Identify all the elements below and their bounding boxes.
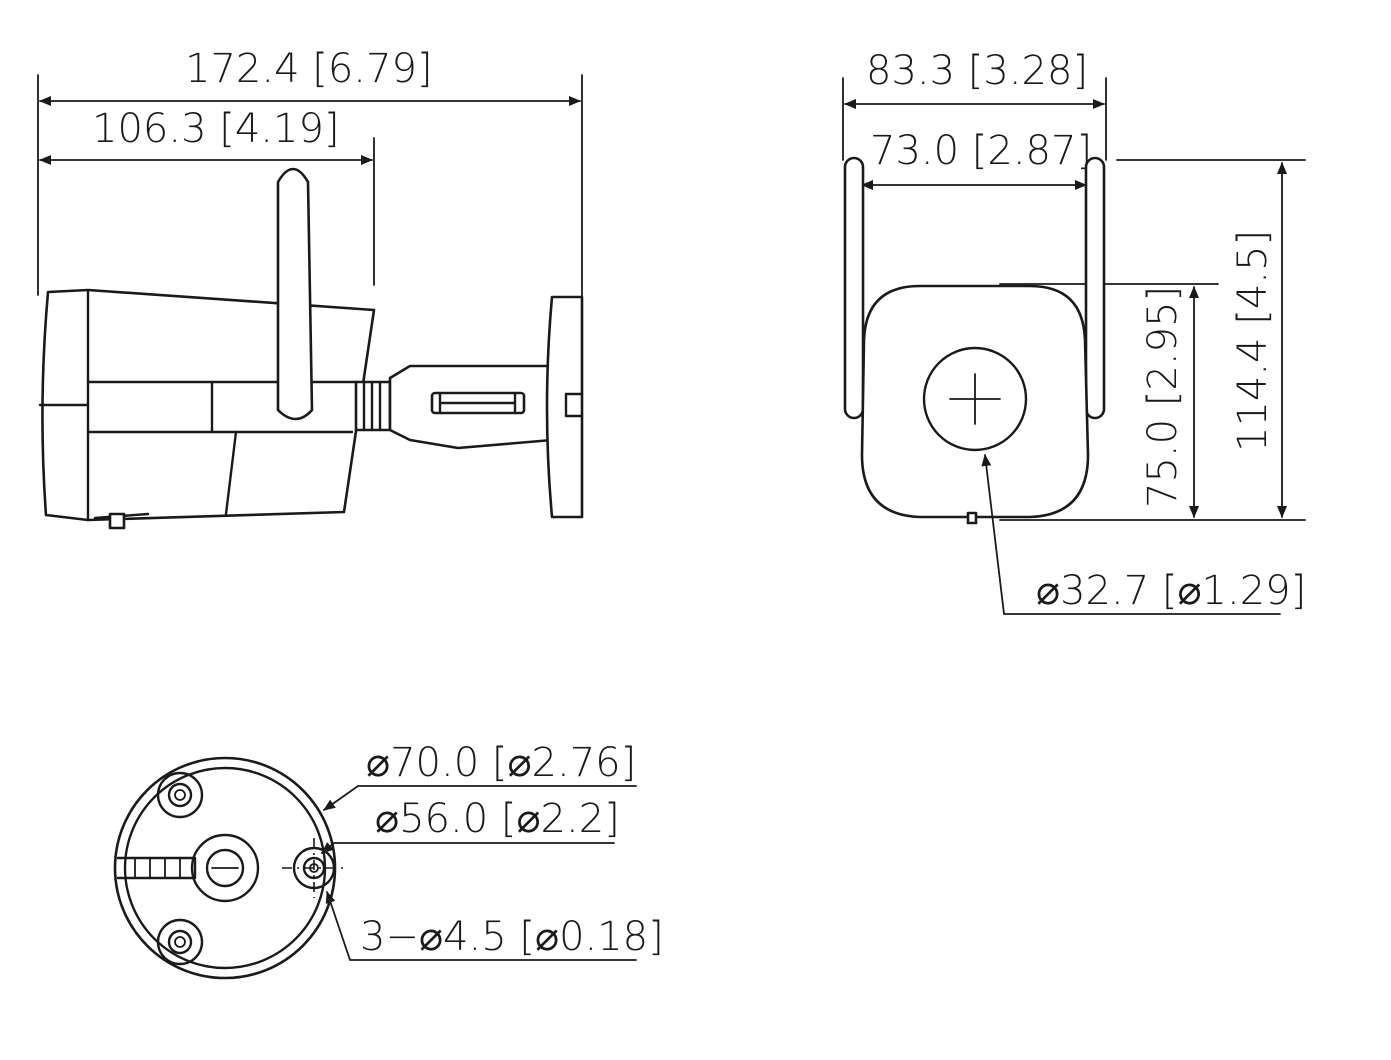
base-diameter-label: ⌀70.0 [⌀2.76] <box>366 740 636 786</box>
mounting-holes-leader <box>325 891 637 961</box>
body-width-label: 73.0 [2.87] <box>870 128 1092 174</box>
lens-diameter-leader <box>981 454 1281 615</box>
lens-circle <box>922 346 1028 452</box>
mounting-hole-top-icon <box>156 771 204 819</box>
base-diameter-leader <box>323 785 637 811</box>
camera-housing-side <box>41 288 376 522</box>
antenna-side <box>276 167 314 421</box>
center-height-label: 75.0 [2.95] <box>1140 286 1186 508</box>
front-view: 83.3 [3.28] 73.0 [2.87] 114.4 [4.5] 75.0… <box>842 48 1306 615</box>
width-with-antennas-label: 83.3 [3.28] <box>866 48 1088 94</box>
center-boss-icon <box>190 833 260 903</box>
antenna-offset-label: 106.3 [4.19] <box>92 106 340 152</box>
side-view: 172.4 [6.79] 106.3 [4.19] <box>37 46 584 530</box>
mounting-hole-bottom-icon <box>156 918 204 966</box>
hole-circle-leader <box>321 842 615 854</box>
left-antenna <box>843 156 865 420</box>
hole-circle-diameter-label: ⌀56.0 [⌀2.2] <box>375 796 620 842</box>
lens-diameter-label: ⌀32.7 [⌀1.29] <box>1036 568 1306 614</box>
wall-plate <box>545 295 584 519</box>
overall-height-label: 114.4 [4.5] <box>1230 230 1276 452</box>
total-length-label: 172.4 [6.79] <box>185 46 433 92</box>
base-view: ⌀70.0 [⌀2.76] ⌀56.0 [⌀2.2] 3−⌀4.5 [⌀0.18… <box>113 740 664 980</box>
mounting-holes-label: 3−⌀4.5 [⌀0.18] <box>360 914 664 960</box>
right-antenna <box>1084 156 1106 420</box>
